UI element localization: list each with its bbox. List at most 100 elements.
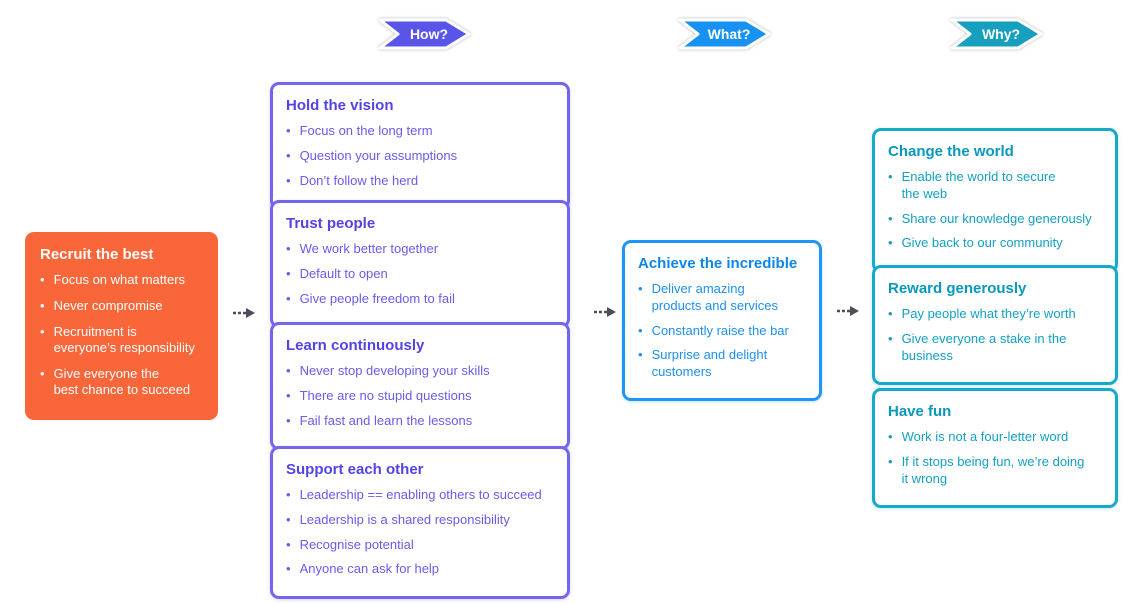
bullet-item: • Recognise potential bbox=[286, 537, 554, 554]
chevron-banner-icon: How? bbox=[378, 18, 471, 50]
card-support-each-other: Support each other • Leadership == enabli… bbox=[270, 446, 570, 599]
chevron-label: How? bbox=[410, 26, 448, 42]
bullet-item: • Give everyone a stake in the business bbox=[888, 331, 1102, 364]
bullet-item: • Work is not a four-letter word bbox=[888, 429, 1102, 446]
bullet-text: Leadership == enabling others to succeed bbox=[299, 487, 542, 503]
chevron-banner-icon: Why? bbox=[950, 18, 1043, 50]
bullet-dot: • bbox=[286, 123, 291, 139]
bullet-dot: • bbox=[286, 561, 291, 577]
bullet-dot: • bbox=[286, 241, 291, 257]
card-reward-generously: Reward generously • Pay people what they’… bbox=[872, 265, 1118, 386]
bullet-item: • Surprise and delight customers bbox=[638, 347, 806, 380]
bullet-text: Never stop developing your skills bbox=[299, 363, 490, 379]
bullet-text: Recruitment is everyone’s responsibility bbox=[53, 323, 195, 356]
bullet-dot: • bbox=[286, 412, 291, 428]
bullet-text: Give everyone a stake in the business bbox=[901, 330, 1067, 363]
card-title: Trust people bbox=[286, 215, 376, 232]
card-have-fun: Have fun • Work is not a four-letter word… bbox=[872, 388, 1118, 509]
bullet-item: • Deliver amazing products and services bbox=[638, 281, 806, 314]
bullet-dot: • bbox=[888, 306, 893, 322]
bullet-dot: • bbox=[638, 281, 643, 297]
bullet-dot: • bbox=[888, 453, 893, 469]
bullet-dot: • bbox=[286, 363, 291, 379]
card-title: Change the world bbox=[888, 143, 1014, 160]
bullet-item: • Leadership == enabling others to succee… bbox=[286, 487, 554, 504]
card-title: Have fun bbox=[888, 403, 952, 420]
bullet-dot: • bbox=[638, 322, 643, 338]
bullet-text: Anyone can ask for help bbox=[299, 561, 440, 577]
card-recruit-the-best: Recruit the best •Focus on what matters … bbox=[25, 232, 218, 420]
bullet-dot: • bbox=[286, 290, 291, 306]
bullet-dot: • bbox=[286, 487, 291, 503]
bullet-dot: • bbox=[638, 347, 643, 363]
chevron-banner-icon: What? bbox=[678, 18, 771, 50]
bullet-text: Surprise and delight customers bbox=[651, 347, 768, 379]
card-title: Achieve the incredible bbox=[638, 255, 798, 272]
card-title: Support each other bbox=[286, 461, 424, 478]
bullet-text: Deliver amazing products and services bbox=[651, 281, 779, 313]
bullet-text: Leadership is a shared responsibility bbox=[299, 511, 510, 527]
bullet-item: • Focus on what matters bbox=[40, 272, 203, 289]
bullet-dot: • bbox=[888, 330, 893, 346]
chevron-label: What? bbox=[708, 26, 751, 42]
bullet-text: There are no stupid questions bbox=[299, 387, 472, 403]
bullet-item: •Recruitment is everyone’s responsibilit… bbox=[40, 324, 203, 357]
bullet-dot: • bbox=[888, 210, 893, 226]
chevron-shape bbox=[678, 18, 771, 50]
bullet-item: • There are no stupid questions bbox=[286, 388, 554, 405]
bullet-dot: • bbox=[888, 429, 893, 445]
bullet-item: • Leadership is a shared responsibility bbox=[286, 512, 554, 529]
bullet-item: •Give everyone the best chance to succee… bbox=[40, 366, 203, 399]
bullet-dot: • bbox=[286, 536, 291, 552]
right-arrow-icon bbox=[837, 306, 859, 316]
bullet-text: If it stops being fun, we’re doing it wr… bbox=[901, 453, 1085, 486]
bullet-text: Give people freedom to fail bbox=[299, 290, 455, 306]
bullet-item: • Constantly raise the bar bbox=[638, 323, 806, 340]
bullet-item: •Fail fast and learn the lessons bbox=[286, 413, 554, 430]
bullet-text: Constantly raise the bar bbox=[651, 322, 789, 338]
bullet-text: Pay people what they’re worth bbox=[901, 306, 1076, 322]
chevron-why: Why? bbox=[949, 17, 1045, 51]
right-arrow-icon bbox=[233, 308, 255, 318]
card-change-the-world: Change the world •Enable the world to se… bbox=[872, 128, 1118, 273]
bullet-text: Share our knowledge generously bbox=[901, 210, 1092, 226]
bullet-text: Focus on the long term bbox=[299, 123, 433, 139]
card-achieve-the-incredible: Achieve the incredible • Deliver amazing … bbox=[622, 240, 822, 402]
bullet-text: Question your assumptions bbox=[299, 147, 458, 163]
bullet-text: Give back to our community bbox=[901, 235, 1063, 251]
bullet-text: We work better together bbox=[299, 241, 439, 257]
bullet-item: •Enable the world to secure the web bbox=[888, 169, 1102, 202]
card-title: Recruit the best bbox=[40, 246, 154, 263]
bullet-dot: • bbox=[40, 272, 45, 288]
bullet-dot: • bbox=[888, 235, 893, 251]
bullet-item: • Give back to our community bbox=[888, 235, 1102, 252]
bullet-text: Default to open bbox=[299, 265, 388, 281]
bullet-item: • We work better together bbox=[286, 241, 554, 258]
bullet-dot: • bbox=[286, 172, 291, 188]
bullet-item: • If it stops being fun, we’re doing it w… bbox=[888, 454, 1102, 487]
card-hold-the-vision: Hold the vision •Focus on the long term … bbox=[270, 82, 570, 211]
chevron-what: What? bbox=[677, 17, 773, 51]
card-trust-people: Trust people • We work better together • D… bbox=[270, 200, 570, 329]
bullet-text: Focus on what matters bbox=[53, 272, 186, 288]
bullet-item: •Question your assumptions bbox=[286, 148, 554, 165]
bullet-dot: • bbox=[286, 511, 291, 527]
card-title: Hold the vision bbox=[286, 97, 394, 114]
chevron-shape bbox=[950, 18, 1043, 50]
card-title: Learn continuously bbox=[286, 337, 425, 354]
bullet-dot: • bbox=[286, 387, 291, 403]
chevron-how: How? bbox=[377, 17, 473, 51]
card-learn-continuously: Learn continuously • Never stop developin… bbox=[270, 322, 570, 451]
bullet-text: Don’t follow the herd bbox=[299, 172, 419, 188]
bullet-dot: • bbox=[40, 297, 45, 313]
bullet-text: Work is not a four-letter word bbox=[901, 429, 1069, 445]
bullet-dot: • bbox=[286, 265, 291, 281]
card-title: Reward generously bbox=[888, 280, 1027, 297]
right-arrow-icon bbox=[594, 307, 616, 317]
bullet-item: • Focus on the long term bbox=[286, 123, 554, 140]
bullet-text: Give everyone the best chance to succeed bbox=[53, 365, 191, 398]
bullet-item: • Share our knowledge generously bbox=[888, 211, 1102, 228]
bullet-text: Recognise potential bbox=[299, 536, 414, 552]
bullet-item: • Default to open bbox=[286, 266, 554, 283]
bullet-item: • Pay people what they’re worth bbox=[888, 306, 1102, 323]
